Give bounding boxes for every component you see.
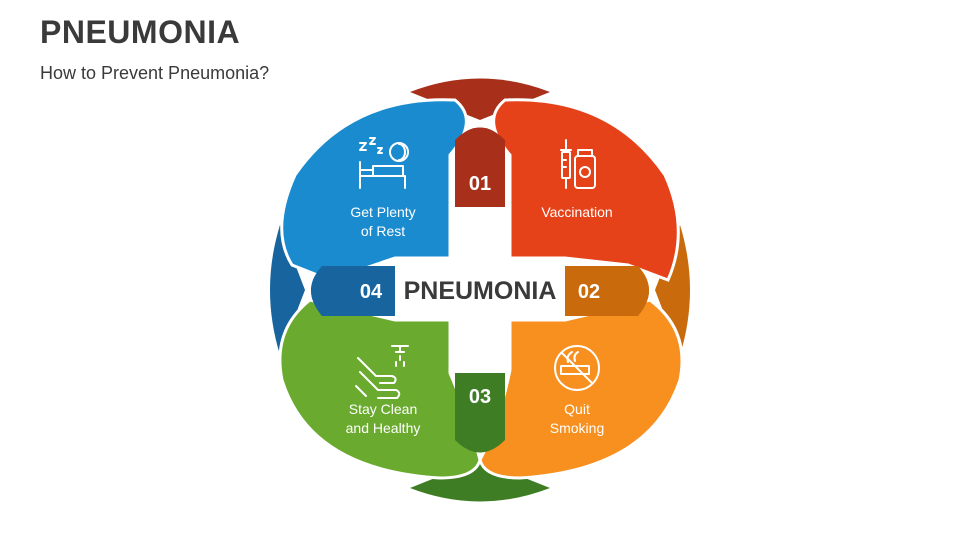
label-quit-smoking-1: Quit xyxy=(564,401,590,417)
number-03: 03 xyxy=(469,386,491,408)
petal-vaccination xyxy=(492,98,680,282)
label-stay-clean-1: Stay Clean xyxy=(349,401,417,417)
hand-wash-icon xyxy=(355,345,409,399)
sleep-bed-icon xyxy=(359,137,409,189)
center-band xyxy=(398,266,562,316)
number-04: 04 xyxy=(360,281,383,303)
label-vaccination: Vaccination xyxy=(541,204,612,220)
outer-arc-left xyxy=(270,225,305,355)
label-stay-clean-2: and Healthy xyxy=(346,420,421,436)
outer-arc-top xyxy=(410,78,550,120)
label-quit-smoking-2: Smoking xyxy=(550,420,604,436)
number-02: 02 xyxy=(578,281,600,303)
petal-get-rest xyxy=(280,98,468,282)
outer-arc-right xyxy=(655,225,690,355)
page-title: PNEUMONIA xyxy=(40,14,241,50)
page-subtitle: How to Prevent Pneumonia? xyxy=(40,63,270,83)
label-get-rest-2: of Rest xyxy=(361,223,405,239)
center-label: PNEUMONIA xyxy=(404,277,557,305)
outer-arc-bottom xyxy=(410,460,550,502)
no-smoking-icon xyxy=(554,345,600,391)
number-01: 01 xyxy=(469,173,491,195)
vaccine-icon xyxy=(560,139,596,189)
label-get-rest-1: Get Plenty xyxy=(350,204,415,220)
